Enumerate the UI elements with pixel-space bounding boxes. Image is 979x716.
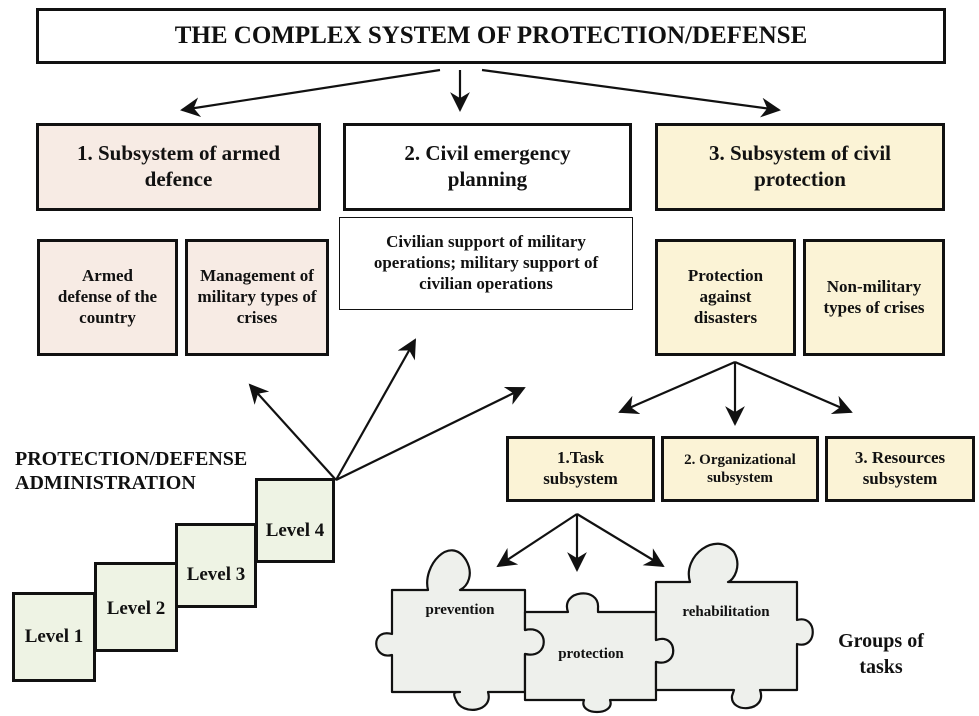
civil-support-box: Civilian support of military operations;…	[339, 217, 633, 310]
title-text: THE COMPLEX SYSTEM OF PROTECTION/DEFENSE	[174, 21, 808, 49]
level-1-box: Level 1	[12, 592, 96, 682]
arrow-task-to-prevention	[496, 513, 578, 568]
arrow-disasters-to-task	[618, 360, 736, 414]
level-2-label: Level 2	[106, 598, 166, 619]
administration-label-line1: PROTECTION/DEFENSE	[15, 448, 248, 470]
groups-of-tasks-text: Groups of tasks	[838, 630, 924, 678]
administration-label-line2: ADMINISTRATION	[15, 471, 196, 494]
task-subsystem-box: 1.Task subsystem	[506, 436, 655, 502]
arrow-level4-to-armed	[248, 383, 337, 481]
level-3-label: Level 3	[186, 564, 246, 585]
subsystem-armed-defence: 1. Subsystem of armed defence	[36, 123, 321, 211]
level-4-label: Level 4	[265, 520, 325, 541]
arrow-level4-to-civil-support	[335, 338, 416, 481]
arrow-level4-to-civil-protection	[335, 386, 526, 481]
arrow-task-to-rehabilitation	[576, 513, 665, 568]
subsystem-civil-emergency-label: 2. Civil emergency planning	[404, 141, 571, 191]
management-military-crises-label: Management of military types of crises	[197, 266, 317, 327]
arrow-disasters-to-resources	[734, 360, 853, 415]
puzzle-label-prevention: prevention	[425, 602, 495, 618]
armed-defense-country-box: Armed defense of the country	[37, 239, 178, 356]
resources-subsystem-box: 3. Resources subsystem	[825, 436, 975, 502]
groups-of-tasks-label: Groups of tasks	[826, 628, 936, 680]
puzzle-piece-prevention	[375, 549, 546, 711]
subsystem-civil-emergency: 2. Civil emergency planning	[343, 123, 632, 211]
puzzle-label-rehabilitation: rehabilitation	[682, 604, 770, 620]
organizational-subsystem-box: 2. Organizational subsystem	[661, 436, 819, 502]
civil-support-label: Civilian support of military operations;…	[373, 232, 599, 293]
administration-label: PROTECTION/DEFENSE ADMINISTRATION	[15, 448, 247, 495]
puzzle-piece-rehabilitation	[654, 542, 814, 710]
title-box: THE COMPLEX SYSTEM OF PROTECTION/DEFENSE	[36, 8, 946, 64]
armed-defense-country-label: Armed defense of the country	[57, 266, 158, 327]
level-1-label: Level 1	[24, 626, 84, 647]
level-3-box: Level 3	[175, 523, 257, 608]
arrow-title-to-armed	[180, 68, 441, 118]
level-2-box: Level 2	[94, 562, 178, 652]
subsystem-civil-protection-label: 3. Subsystem of civil protection	[708, 141, 891, 191]
management-military-crises-box: Management of military types of crises	[185, 239, 329, 356]
arrow-title-to-civil-protection	[481, 68, 781, 118]
subsystem-armed-defence-label: 1. Subsystem of armed defence	[77, 141, 280, 191]
protection-disasters-box: Protection against disasters	[655, 239, 796, 356]
subsystem-civil-protection: 3. Subsystem of civil protection	[655, 123, 945, 211]
organizational-subsystem-label: 2. Organizational subsystem	[684, 451, 796, 486]
non-military-crises-box: Non-military types of crises	[803, 239, 945, 356]
puzzle-label-protection: protection	[558, 646, 624, 662]
level-4-box: Level 4	[255, 478, 335, 563]
resources-subsystem-label: 3. Resources subsystem	[854, 448, 946, 488]
protection-disasters-label: Protection against disasters	[687, 266, 764, 327]
task-subsystem-label: 1.Task subsystem	[543, 448, 618, 488]
non-military-crises-label: Non-military types of crises	[823, 276, 925, 317]
